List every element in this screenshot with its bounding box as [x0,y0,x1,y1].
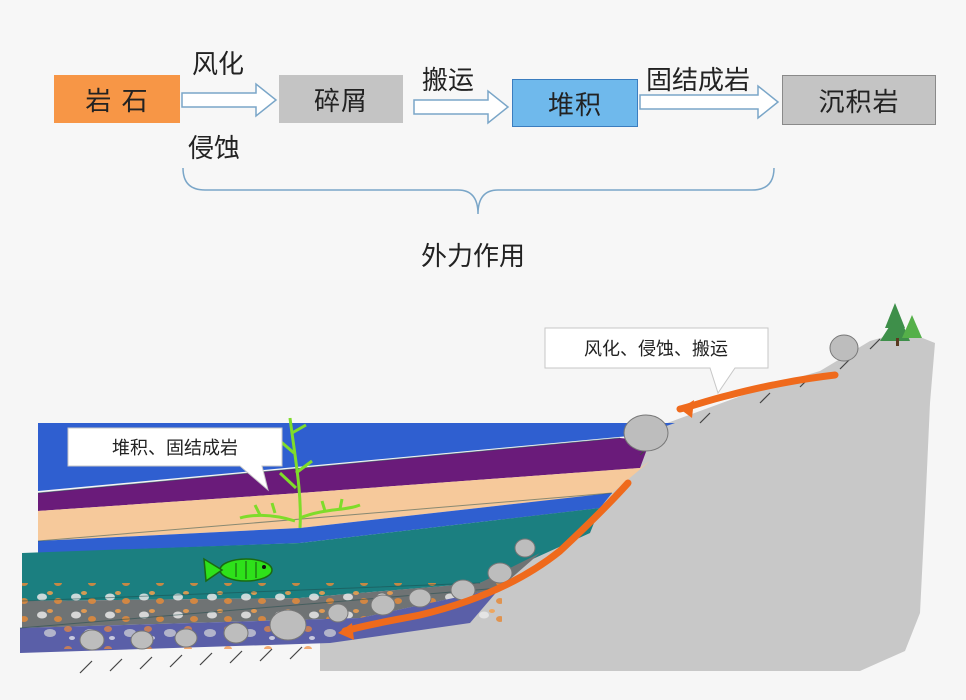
deposit-box-label: 堆积 [547,90,602,121]
rock-box: 岩 石 [54,75,180,123]
rock-box-label: 岩 石 [85,86,149,117]
ground-hatching [79,338,881,674]
sedimentation-cross-section: 风化、侵蚀、搬运 堆积、固结成岩 [0,283,966,700]
fish-icon [203,557,273,583]
external-force-label: 外力作用 [421,242,526,272]
erosion-label: 侵蚀 [188,134,241,164]
debris-box: 碎屑 [279,75,403,123]
boulder-summit [829,334,859,362]
transport-arrowhead-bottom [338,623,354,640]
sedimentary-rock-box: 沉积岩 [782,75,936,125]
debris-box-label: 碎屑 [313,86,368,117]
arrow-deposit-to-sedimentary [639,84,780,120]
callout-weathering: 风化、侵蚀、搬运 [544,327,769,395]
callout-deposition: 堆积、固结成岩 [67,427,283,492]
external-force-brace [182,167,775,215]
sedimentary-rock-box-label: 沉积岩 [818,87,900,118]
weathering-label: 风化 [192,50,245,80]
boulder-shore [623,414,669,452]
summit-trees [880,303,922,346]
sand-layer [38,461,650,541]
aquatic-plant [239,417,361,529]
transport-arrowhead-top [680,400,694,418]
callout-weathering-text: 风化、侵蚀、搬运 [584,339,728,360]
dark-blue-thin-layer [38,493,612,553]
cementation-label: 固结成岩 [646,66,751,96]
purple-layer [38,438,650,511]
transport-label: 搬运 [422,66,475,96]
process-flow-diagram: 岩 石 碎屑 堆积 沉积岩 风化 侵蚀 搬运 固结成岩 外力作用 [0,0,966,280]
flow-arrows-layer [181,82,780,215]
callout-deposition-text: 堆积、固结成岩 [112,438,238,459]
boulders [79,334,859,651]
teal-layer [22,508,600,601]
layer-outlines [19,437,621,629]
arrow-rock-to-debris [181,82,278,118]
arrow-debris-to-deposit [413,89,510,125]
deposit-box: 堆积 [512,79,638,127]
